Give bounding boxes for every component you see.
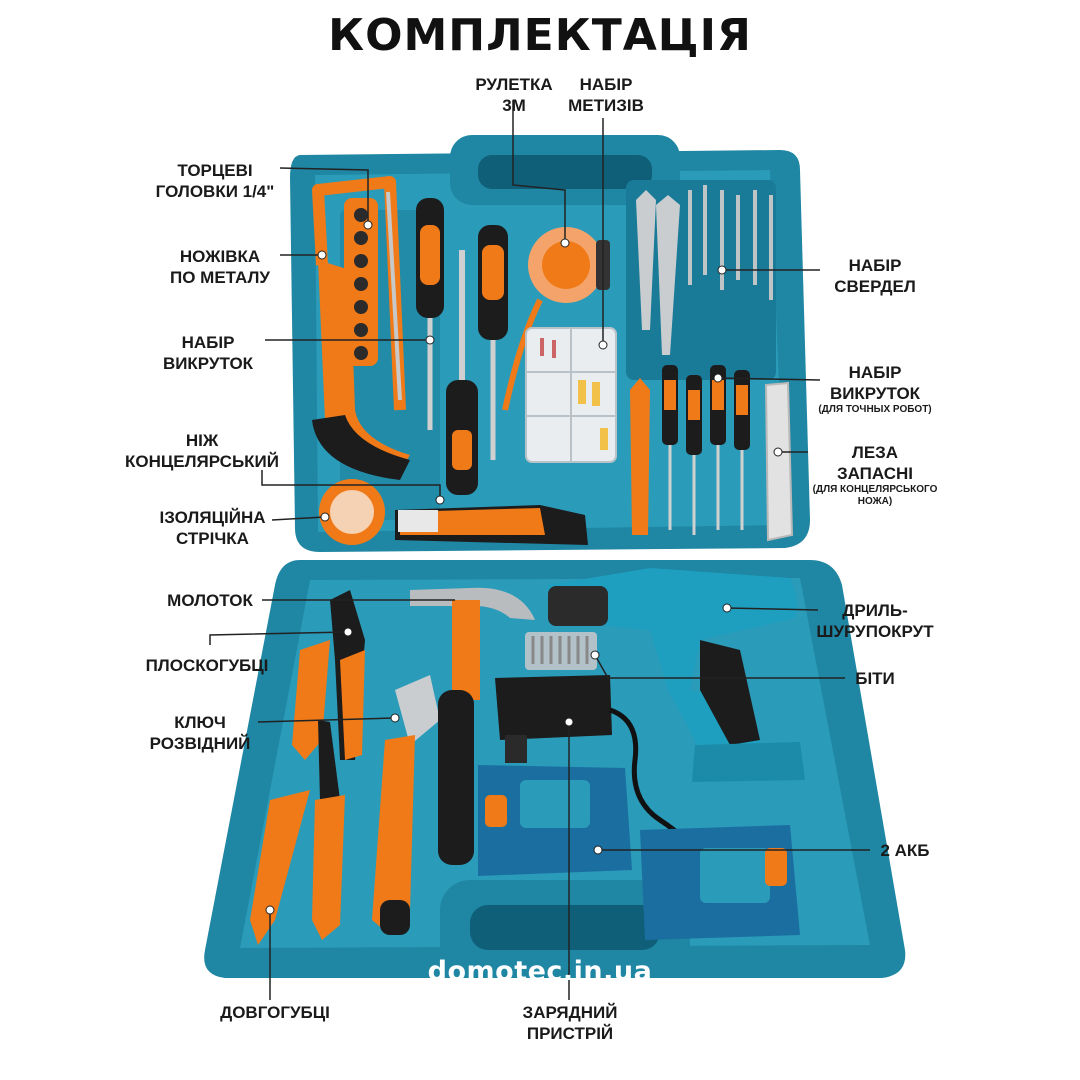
label-pliers: ПЛОСКОГУБЦІ [145, 656, 269, 675]
adjustable-wrench-icon [372, 675, 440, 935]
hammer-icon [410, 587, 535, 865]
label-spare-blades: ЛЕЗА ЗАПАСНІ (ДЛЯ КОНЦЕЛЯРСЬКОГО НОЖА) [805, 442, 945, 508]
hacksaw-icon [312, 176, 410, 480]
label-blades-subtitle: (ДЛЯ КОНЦЕЛЯРСЬКОГО НОЖА) [812, 484, 938, 507]
long-nose-pliers-icon [250, 720, 345, 945]
label-precision-title: НАБІР ВИКРУТОК [829, 363, 921, 403]
precision-screwdrivers-icon [630, 365, 750, 535]
label-drill-bit-set: НАБІР СВЕРДЕЛ [834, 256, 916, 296]
label-long-nose-pliers: ДОВГОГУБЦІ [220, 1003, 330, 1022]
utility-knife-icon [395, 505, 588, 545]
insulation-tape-icon [319, 479, 385, 545]
hardware-box-icon [525, 327, 617, 463]
callout-lines [209, 100, 870, 1000]
drill-driver-icon [548, 568, 805, 782]
label-precision-subtitle: (ДЛЯ ТОЧНЫХ РОБОТ) [818, 404, 932, 415]
label-tape-measure: РУЛЕТКА 3М [475, 75, 553, 115]
drill-bits-icon [636, 185, 773, 355]
label-hardware-set: НАБІР МЕТИЗІВ [568, 75, 644, 115]
label-charger: ЗАРЯДНИЙ ПРИСТРІЙ [522, 1003, 618, 1043]
label-hacksaw: НОЖІВКА ПО МЕТАЛУ [170, 247, 270, 287]
batteries-icon [478, 765, 800, 940]
label-socket-heads: ТОРЦЕВІ ГОЛОВКИ 1/4" [155, 161, 275, 201]
page-title: КОМПЛЕКТАЦІЯ [328, 10, 752, 61]
label-utility-knife: НІЖ КОНЦЕЛЯРСЬКИЙ [124, 431, 279, 471]
label-insulation-tape: ІЗОЛЯЦІЙНА СТРІЧКА [159, 508, 266, 548]
website-watermark: domotec.in.ua [427, 956, 653, 987]
tape-measure-icon [502, 227, 610, 411]
label-precision-screwdrivers: НАБІР ВИКРУТОК (ДЛЯ ТОЧНЫХ РОБОТ) [810, 362, 940, 416]
bits-icon [525, 632, 597, 670]
spare-blades-icon [764, 381, 794, 542]
charger-icon [495, 675, 707, 862]
label-screwdriver-set: НАБІР ВИКРУТОК [162, 333, 254, 373]
label-adjustable-wrench: КЛЮЧ РОЗВІДНИЙ [149, 713, 251, 753]
label-batteries: 2 АКБ [880, 841, 930, 860]
label-bits: БІТИ [855, 669, 895, 688]
label-blades-title: ЛЕЗА ЗАПАСНІ [836, 443, 914, 483]
label-drill-driver: ДРИЛЬ- ШУРУПОКРУТ [816, 601, 934, 641]
label-hammer: МОЛОТОК [167, 591, 253, 610]
callout-dots [265, 220, 783, 915]
sockets-icon [344, 198, 378, 366]
